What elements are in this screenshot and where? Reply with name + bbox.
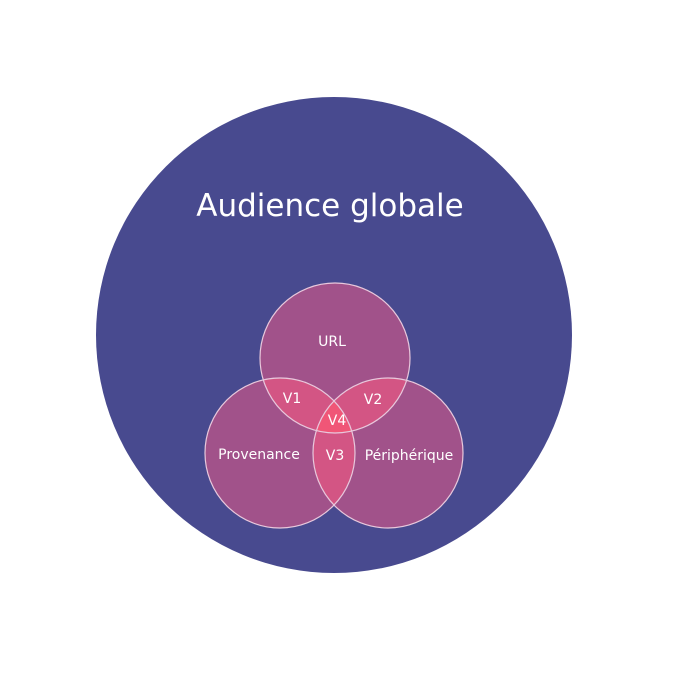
provenance-label: Provenance (218, 447, 300, 463)
v2-label: V2 (364, 392, 382, 408)
peripherique-label: Périphérique (365, 448, 454, 464)
url-label: URL (318, 334, 346, 350)
provenance-outline (204, 377, 356, 529)
peripherique-outline (312, 377, 464, 529)
v1-label: V1 (283, 391, 301, 407)
diagram-title: Audience globale (196, 188, 463, 224)
v1-region (260, 378, 355, 433)
url-outline (259, 282, 411, 434)
v2-region (313, 378, 410, 433)
v4-label: V4 (328, 413, 347, 429)
v3-label: V3 (326, 448, 344, 464)
